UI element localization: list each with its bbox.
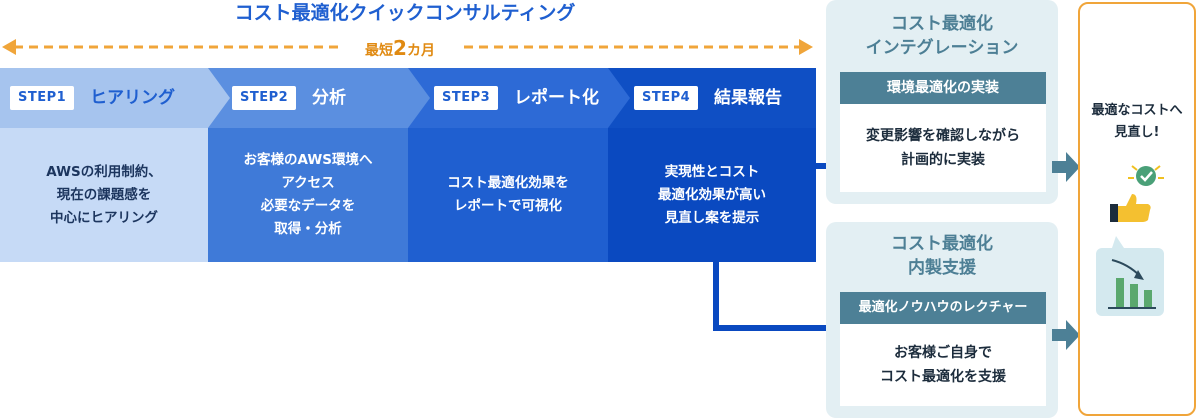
step2-name: 分析: [312, 88, 346, 108]
step4-tag: STEP4: [634, 86, 699, 110]
integration-bar: 環境最適化の実装: [840, 72, 1046, 104]
step1-tag: STEP1: [10, 86, 75, 110]
chevron-1: [208, 68, 230, 128]
step4-body: 実現性とコスト 最適化効果が高い 見直し案を提示: [608, 128, 816, 262]
chevron-3: [608, 68, 630, 128]
integration-title: コスト最適化 インテグレーション: [865, 14, 1019, 58]
step3-tag: STEP3: [434, 86, 499, 110]
check-badge-icon: [1128, 165, 1164, 186]
chevron-2: [408, 68, 430, 128]
duration-label: 最短2カ月: [340, 36, 460, 60]
step2-body: お客様のAWS環境へ アクセス 必要なデータを 取得・分析: [208, 128, 408, 262]
integration-body: 変更影響を確認しながら 計画的に実装: [840, 104, 1046, 192]
thumbs-up-icon: [1110, 194, 1151, 222]
step3-name: レポート化: [514, 88, 599, 108]
diagram-title: コスト最適化クイックコンサルティング: [234, 2, 576, 24]
step1-name: ヒアリング: [90, 88, 175, 108]
step3-body: コスト最適化効果を レポートで可視化: [408, 128, 608, 262]
step4-name: 結果報告: [714, 88, 782, 108]
result-arrow-1: [1052, 152, 1080, 182]
inhouse-body: お客様ご自身で コスト最適化を支援: [840, 324, 1046, 406]
result-text: 最適なコストへ 見直し!: [1091, 103, 1183, 140]
cost-down-chart-icon: [1096, 236, 1164, 316]
result-arrow-2: [1052, 320, 1080, 350]
inhouse-bar: 最適化ノウハウのレクチャー: [840, 292, 1046, 324]
step1-body: AWSの利用制約、 現在の課題感を 中心にヒアリング: [0, 128, 208, 262]
step2-tag: STEP2: [232, 86, 297, 110]
inhouse-title: コスト最適化 内製支援: [891, 234, 993, 278]
